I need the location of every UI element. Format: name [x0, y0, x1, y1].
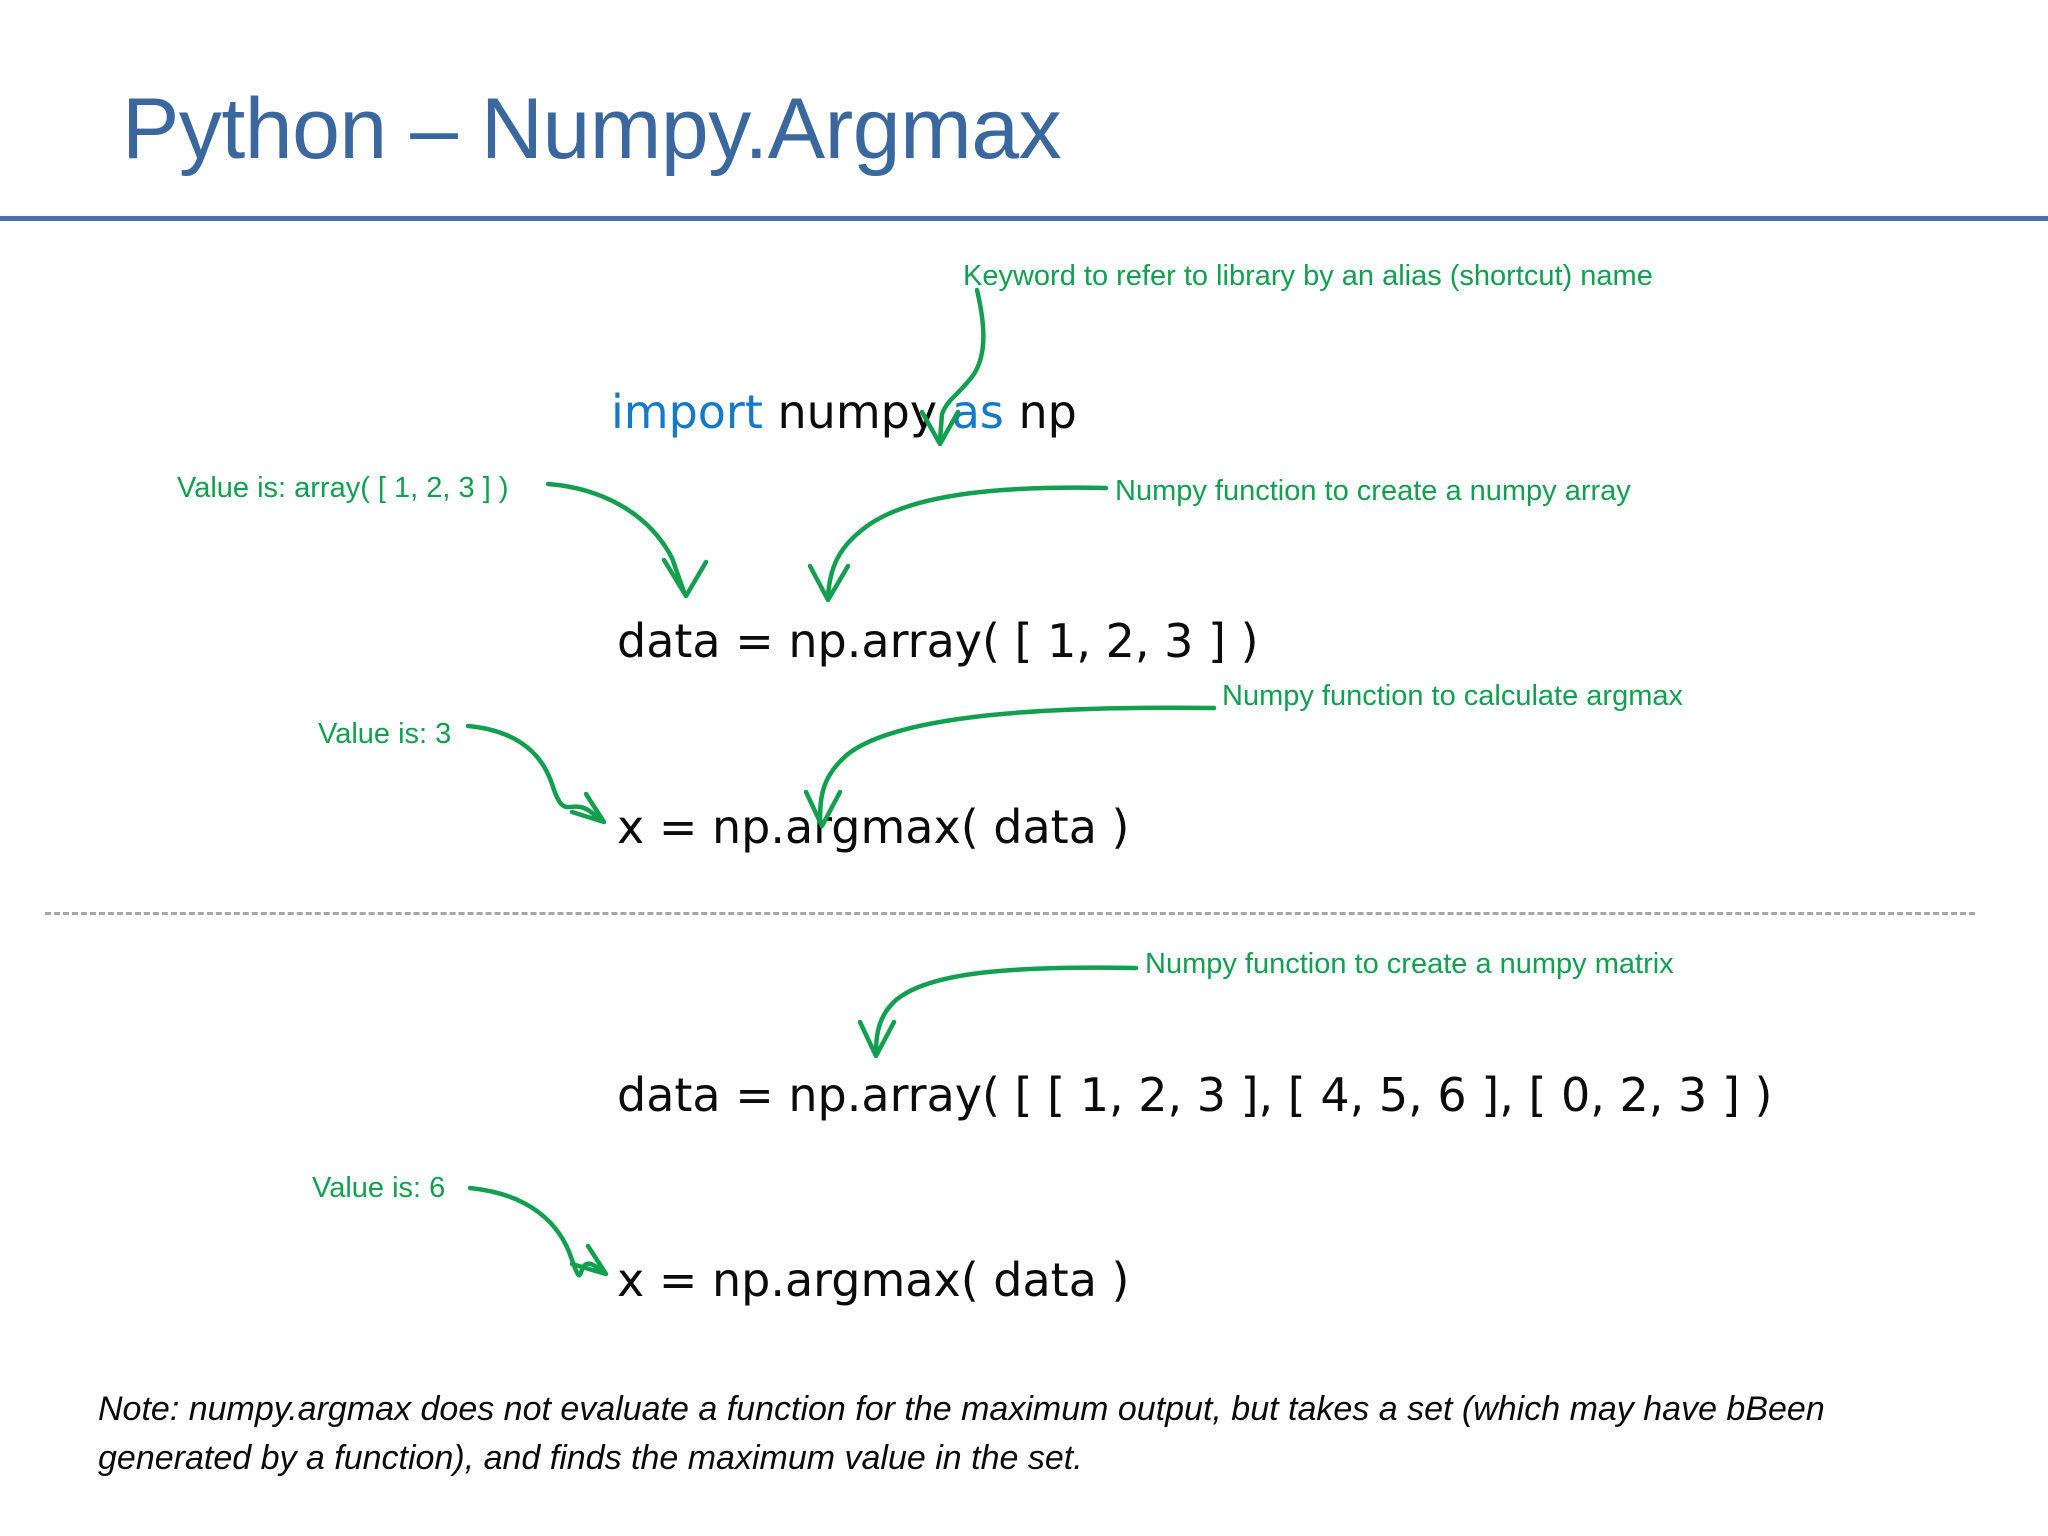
arrow-value-three-to-x: [465, 723, 607, 825]
arrow-value-six-to-x: [467, 1185, 609, 1278]
annotation-value-six: Value is: 6: [312, 1172, 446, 1204]
keyword-import: import: [611, 385, 763, 439]
keyword-as: as: [951, 385, 1004, 439]
annotation-create-array: Numpy function to create a numpy array: [1115, 475, 1631, 507]
arrow-create-array-to-nparray: [807, 485, 1109, 603]
arrow-create-matrix-to-nparray: [857, 965, 1139, 1059]
code-line-x-argmax-array: x = np.argmax( data ): [617, 800, 1130, 854]
code-line-import: import numpy as np: [611, 385, 1077, 439]
section-divider: [45, 912, 1975, 915]
arrow-value-array-to-data: [545, 481, 709, 599]
title-underline-rule: [0, 216, 2048, 221]
annotation-value-three: Value is: 3: [318, 718, 452, 750]
alias-np: np: [1003, 385, 1077, 439]
annotation-value-array: Value is: array( [ 1, 2, 3 ] ): [177, 472, 509, 504]
annotation-calculate-argmax: Numpy function to calculate argmax: [1222, 680, 1683, 712]
code-line-x-argmax-matrix: x = np.argmax( data ): [617, 1253, 1130, 1307]
annotation-create-matrix: Numpy function to create a numpy matrix: [1145, 948, 1674, 980]
page-title: Python – Numpy.Argmax: [122, 81, 1062, 177]
code-line-data-matrix: data = np.array( [ [ 1, 2, 3 ], [ 4, 5, …: [617, 1068, 1773, 1122]
code-line-data-array: data = np.array( [ 1, 2, 3 ] ): [617, 614, 1259, 668]
module-numpy: numpy: [762, 385, 952, 439]
footer-note: Note: numpy.argmax does not evaluate a f…: [98, 1390, 1825, 1478]
annotation-keyword-alias: Keyword to refer to library by an alias …: [963, 260, 1653, 292]
